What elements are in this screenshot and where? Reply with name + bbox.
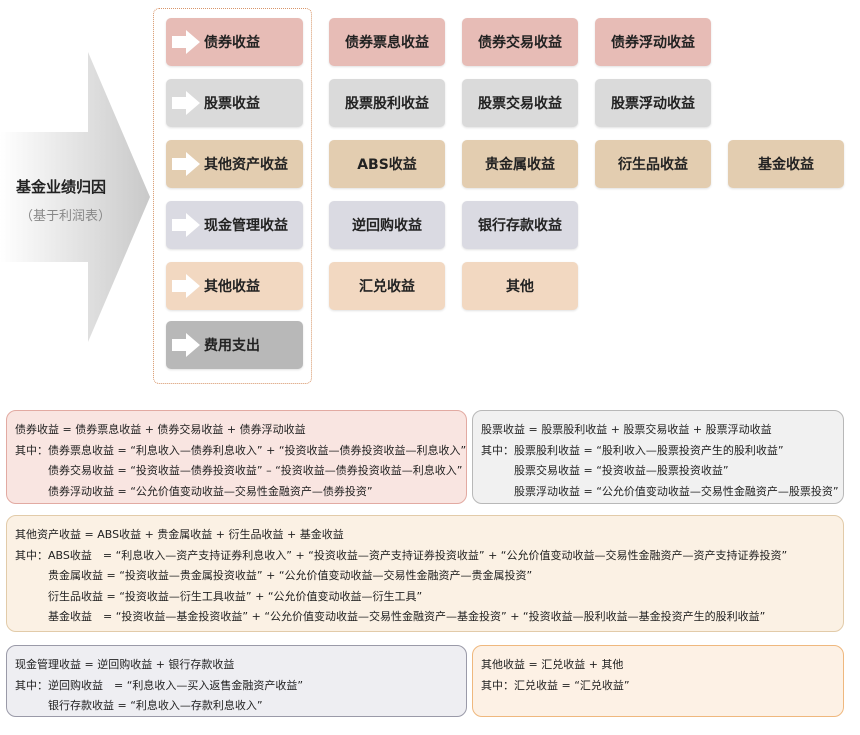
sub-box: 债券浮动收益 (595, 18, 711, 66)
formula-line: 衍生品收益 = “投资收益—衍生工具收益” + “公允价值变动收益—衍生工具” (15, 589, 423, 603)
arrow-right-icon (172, 91, 200, 115)
arrow-right-icon (172, 274, 200, 298)
formula-line: 其中：汇兑收益 = “汇兑收益” (481, 678, 630, 692)
sub-box: 逆回购收益 (329, 201, 445, 249)
diagram-title: 基金业绩归因 (16, 178, 107, 196)
sub-box: 股票交易收益 (462, 79, 578, 127)
sub-box: 债券票息收益 (329, 18, 445, 66)
formula-line: 其他收益 = 汇兑收益 + 其他 (481, 658, 624, 671)
arrow-right-icon (172, 152, 200, 176)
lead-label: 现金管理收益 (204, 218, 288, 234)
formula-line: 贵金属收益 = “投资收益—贵金属投资收益” + “公允价值变动收益—交易性金融… (15, 569, 533, 582)
formula-line: 其中：股票股利收益 = “股利收入—股票投资产生的股利收益” (481, 443, 784, 457)
sub-box: 股票股利收益 (329, 79, 445, 127)
stock-formula-panel: 股票收益 = 股票股利收益 + 股票交易收益 + 股票浮动收益 其中：股票股利收… (472, 410, 844, 504)
arrow-right-icon (172, 333, 200, 357)
other-assets-formula-panel: 其他资产收益 = ABS收益 + 贵金属收益 + 衍生品收益 + 基金收益 其中… (6, 515, 844, 632)
formula-line: 股票收益 = 股票股利收益 + 股票交易收益 + 股票浮动收益 (481, 423, 772, 436)
sub-box: 衍生品收益 (595, 140, 711, 188)
formula-line: 其中：债券票息收益 = “利息收入—债券利息收入” + “投资收益—债券投资收益… (15, 443, 467, 457)
lead-label: 费用支出 (204, 338, 260, 354)
sub-box: 基金收益 (728, 140, 844, 188)
lead-box-expenses: 费用支出 (166, 321, 303, 369)
formula-line: 基金收益 = “投资收益—基金投资收益” + “公允价值变动收益—交易性金融资产… (15, 610, 766, 623)
sub-box: 债券交易收益 (462, 18, 578, 66)
diagram-subtitle: （基于利润表） (20, 209, 112, 224)
formula-line: 其中：ABS收益 = “利息收入—资产支持证券利息收入” + “投资收益—资产支… (15, 548, 788, 562)
formula-line: 债券浮动收益 = “公允价值变动收益—交易性金融资产—债券投资” (15, 484, 373, 498)
lead-box-cash: 现金管理收益 (166, 201, 303, 249)
sub-box: 银行存款收益 (462, 201, 578, 249)
arrow-right-icon (172, 30, 200, 54)
lead-box-stock: 股票收益 (166, 79, 303, 127)
formula-line: 股票交易收益 = “投资收益—股票投资收益” (481, 464, 729, 477)
sub-box: 贵金属收益 (462, 140, 578, 188)
sub-box: 汇兑收益 (329, 262, 445, 310)
main-arrow-shape (0, 52, 150, 342)
sub-box: ABS收益 (329, 140, 445, 188)
formula-line: 银行存款收益 = “利息收入—存款利息收入” (15, 699, 263, 712)
formula-line: 现金管理收益 = 逆回购收益 + 银行存款收益 (15, 658, 235, 671)
lead-label: 其他收益 (204, 279, 260, 295)
lead-group-frame (153, 8, 312, 384)
lead-box-bond: 债券收益 (166, 18, 303, 66)
sub-box: 其他 (462, 262, 578, 310)
bond-formula-panel: 债券收益 = 债券票息收益 + 债券交易收益 + 债券浮动收益 其中：债券票息收… (6, 410, 467, 504)
formula-line: 其中：逆回购收益 = “利息收入—买入返售金融资产收益” (15, 678, 304, 692)
formula-line: 股票浮动收益 = “公允价值变动收益—交易性金融资产—股票投资” (481, 484, 839, 498)
lead-label: 债券收益 (204, 35, 260, 51)
lead-box-other-assets: 其他资产收益 (166, 140, 303, 188)
formula-line: 其他资产收益 = ABS收益 + 贵金属收益 + 衍生品收益 + 基金收益 (15, 528, 344, 541)
lead-label: 其他资产收益 (204, 157, 288, 173)
arrow-right-icon (172, 213, 200, 237)
cash-formula-panel: 现金管理收益 = 逆回购收益 + 银行存款收益 其中：逆回购收益 = “利息收入… (6, 645, 467, 717)
formula-line: 债券收益 = 债券票息收益 + 债券交易收益 + 债券浮动收益 (15, 423, 306, 436)
lead-label: 股票收益 (204, 96, 260, 112)
other-income-formula-panel: 其他收益 = 汇兑收益 + 其他 其中：汇兑收益 = “汇兑收益” (472, 645, 844, 717)
sub-box: 股票浮动收益 (595, 79, 711, 127)
lead-box-other-income: 其他收益 (166, 262, 303, 310)
formula-line: 债券交易收益 = “投资收益—债券投资收益” – “投资收益—债券投资收益—利息… (15, 464, 463, 477)
